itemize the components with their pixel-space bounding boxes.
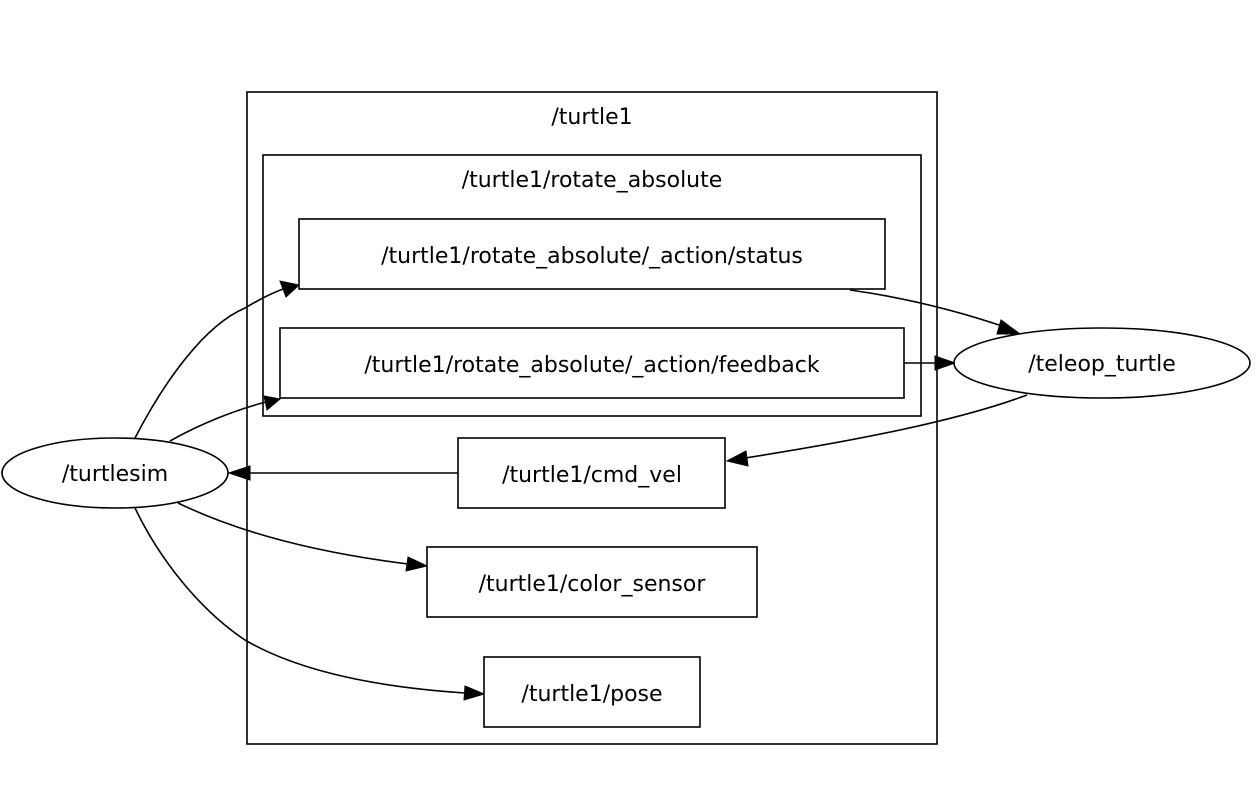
topic-feedback-box[interactable] (279, 327, 905, 399)
edge-turtlesim-status-arrow (279, 280, 301, 298)
topic-cmd-vel-label: /turtle1/cmd_vel (502, 463, 682, 488)
edge-turtlesim-pose (134, 507, 466, 694)
cluster-rotate-absolute-label: /turtle1/rotate_absolute (462, 168, 723, 193)
edge-status-teleop-arrow (996, 319, 1022, 335)
topic-color-sensor-box[interactable] (426, 546, 758, 618)
node-teleop-turtle-ellipse[interactable] (953, 327, 1251, 399)
cluster-rotate-absolute-box (262, 154, 922, 417)
edge-status-teleop (849, 289, 1006, 328)
topic-pose-label: /turtle1/pose (521, 682, 662, 707)
edge-feedback-teleop-arrow (934, 355, 957, 371)
node-turtlesim-label: /turtlesim (62, 462, 168, 487)
edges (134, 280, 1028, 701)
edge-turtlesim-pose-arrow (463, 685, 486, 701)
topic-pose[interactable]: /turtle1/pose (483, 656, 701, 728)
cluster-turtle1-box (246, 91, 938, 745)
edge-turtlesim-feedback-arrow (263, 395, 282, 411)
topic-pose-box[interactable] (483, 656, 701, 728)
topic-feedback[interactable]: /turtle1/rotate_absolute/_action/feedbac… (279, 327, 905, 399)
edge-turtlesim-feedback (169, 401, 267, 442)
topic-status-label: /turtle1/rotate_absolute/_action/status (381, 244, 803, 269)
edge-turtlesim-colorsensor-arrow (405, 556, 429, 572)
topic-status-box[interactable] (298, 218, 886, 290)
edge-cmdvel-turtlesim-arrow (227, 465, 251, 481)
node-turtlesim[interactable]: /turtlesim (1, 437, 229, 509)
cluster-turtle1: /turtle1 (246, 91, 938, 745)
cluster-turtle1-label: /turtle1 (551, 105, 632, 130)
topic-cmd-vel[interactable]: /turtle1/cmd_vel (457, 437, 726, 509)
topic-feedback-label: /turtle1/rotate_absolute/_action/feedbac… (364, 353, 819, 378)
topic-status[interactable]: /turtle1/rotate_absolute/_action/status (298, 218, 886, 290)
node-teleop-turtle-label: /teleop_turtle (1028, 352, 1176, 377)
cluster-rotate-absolute: /turtle1/rotate_absolute (262, 154, 922, 417)
node-teleop-turtle[interactable]: /teleop_turtle (953, 327, 1251, 399)
edge-turtlesim-status (134, 287, 287, 439)
node-turtlesim-ellipse[interactable] (1, 437, 229, 509)
topic-cmd-vel-box[interactable] (457, 437, 726, 509)
edge-teleop-cmdvel (744, 394, 1028, 459)
topic-color-sensor-label: /turtle1/color_sensor (479, 572, 707, 597)
topic-color-sensor[interactable]: /turtle1/color_sensor (426, 546, 758, 618)
edge-teleop-cmdvel-arrow (725, 450, 749, 467)
edge-turtlesim-colorsensor (177, 502, 409, 565)
